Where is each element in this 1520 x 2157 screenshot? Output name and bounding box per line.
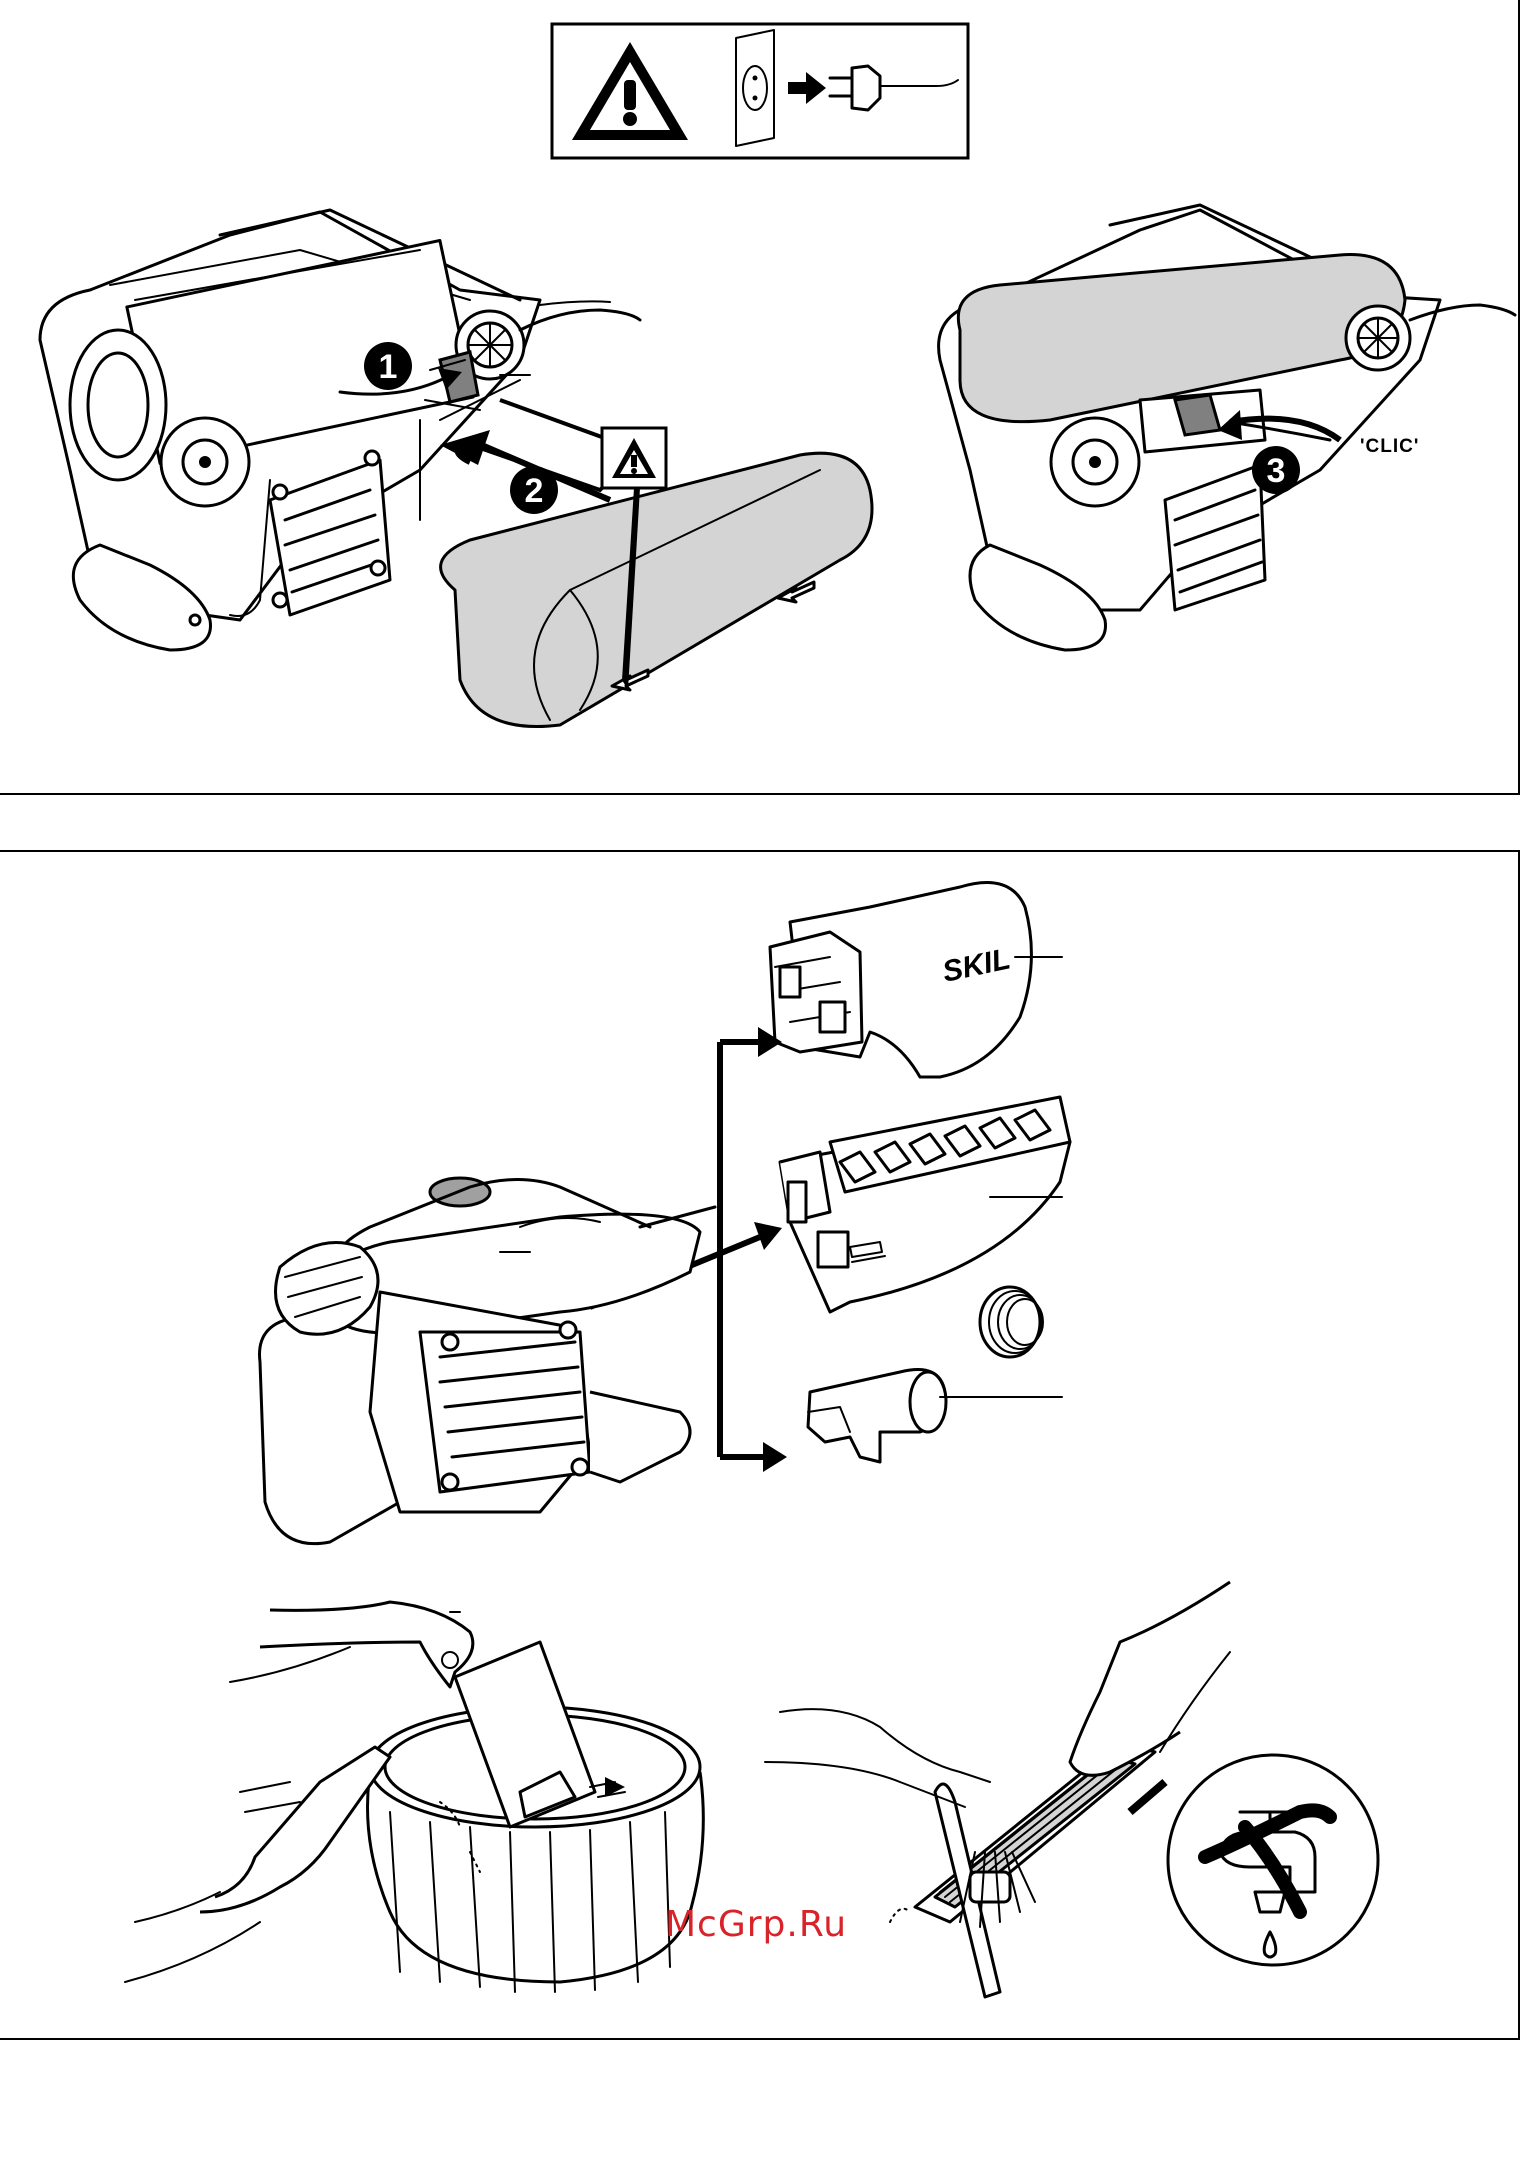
no-water-icon (1168, 1755, 1378, 1965)
watermark-text: McGrp.Ru (665, 1904, 847, 1945)
dust-bag: SKIL (770, 883, 1062, 1078)
step-3-number: 3 (1267, 452, 1286, 490)
vacuum-adapter (808, 1287, 1062, 1462)
emptying-dust-illustration (125, 1602, 703, 1992)
step-1-number: 1 (379, 348, 398, 386)
dust-filter-box (780, 1097, 1070, 1312)
clic-sound-label: 'CLIC' (1360, 436, 1419, 457)
step-2-marker: 2 (510, 466, 558, 514)
dust-extraction-illustration: SKIL (0, 852, 1520, 2042)
belt-replacement-illustration: 1 2 (0, 0, 1520, 795)
belt-sander-body (260, 1178, 716, 1544)
dust-extraction-panel: SKIL (0, 850, 1520, 2040)
belt-replacement-panel: 1 2 (0, 0, 1520, 795)
step-2-number: 2 (525, 472, 544, 510)
unplug-warning-box (552, 24, 968, 158)
